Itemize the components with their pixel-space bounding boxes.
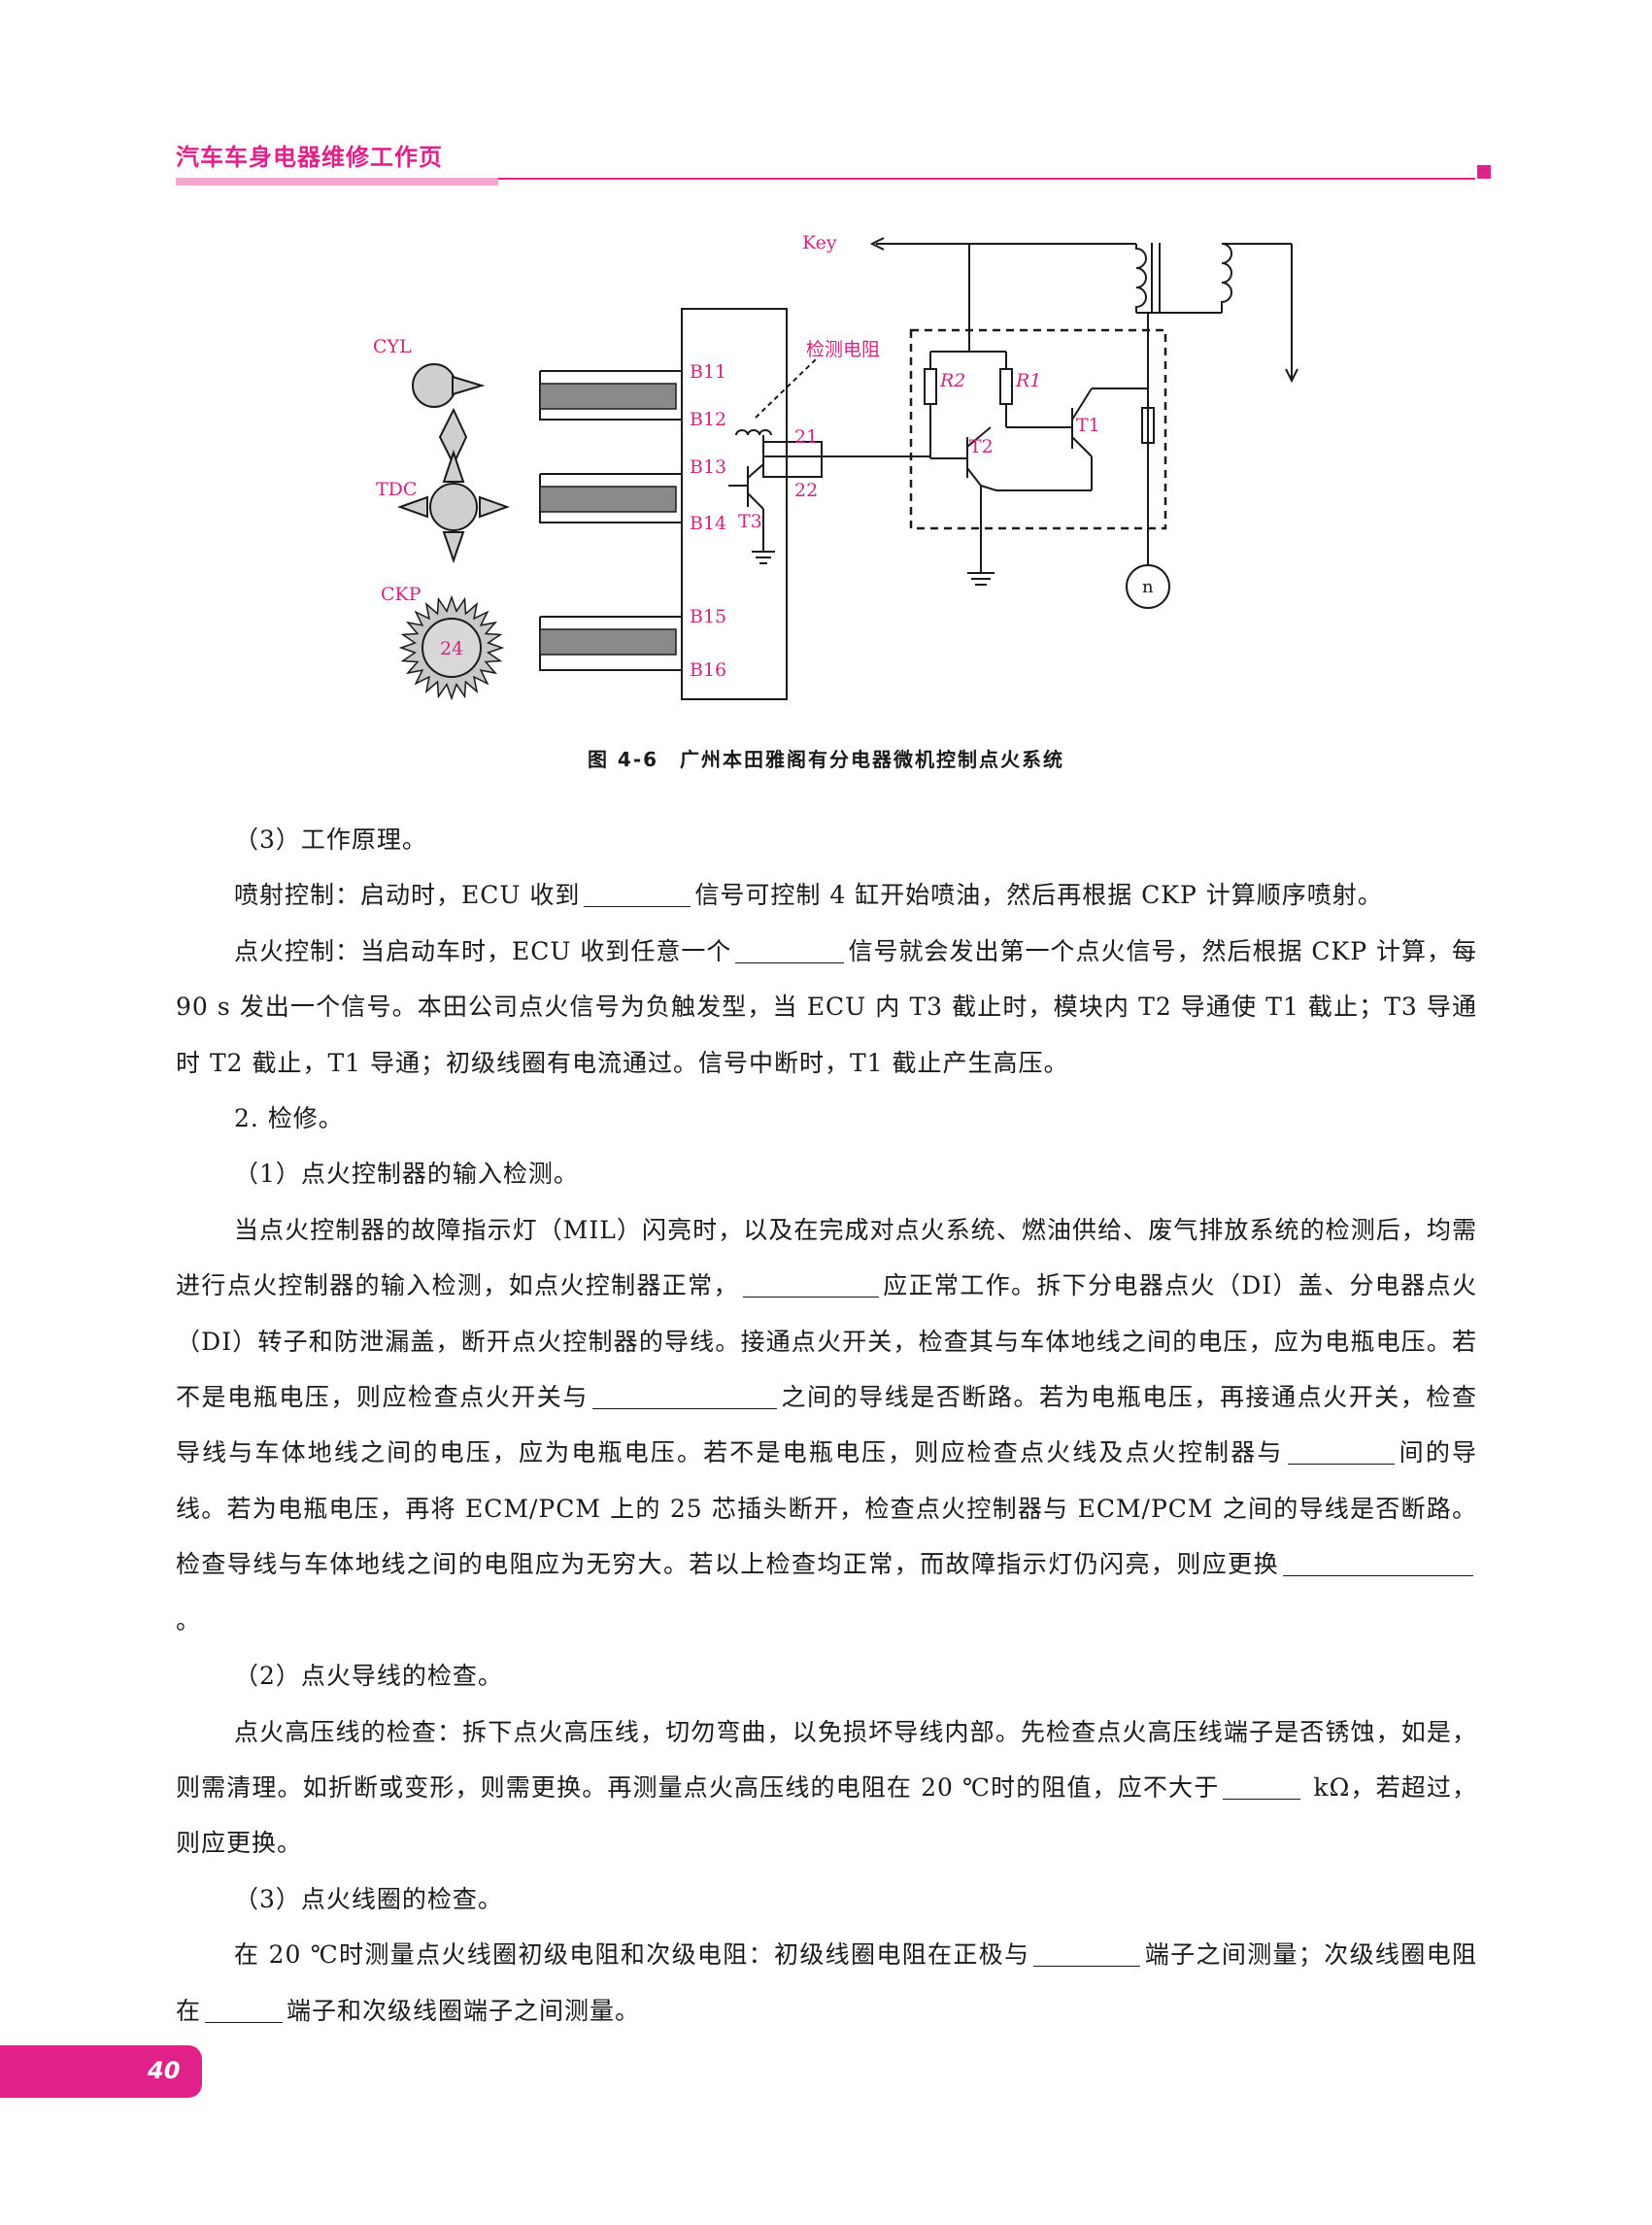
para-input-check-heading: （1）点火控制器的输入检测。 (234, 1160, 579, 1189)
para-section-2: 2. 检修。 (234, 1104, 344, 1133)
header-accent-bar (176, 178, 498, 185)
label-ckp: CKP (381, 584, 421, 605)
tdc-sensor-rotor (429, 483, 478, 531)
label-r2: R2 (939, 370, 965, 391)
label-pin-22: 22 (794, 480, 818, 501)
fill-blank[interactable] (584, 882, 691, 908)
label-ckp-teeth: 24 (440, 638, 463, 659)
key-arrow (869, 237, 885, 251)
label-r1: R1 (1015, 370, 1041, 391)
figure-caption: 图 4-6 广州本田雅阁有分电器微机控制点火系统 (587, 748, 1065, 771)
cyl-sensor-tooth (452, 375, 486, 396)
label-cyl: CYL (373, 336, 412, 357)
label-b11: B11 (690, 361, 726, 383)
ckp-sensor-rotor (398, 594, 505, 701)
fill-blank[interactable] (205, 1998, 284, 2023)
para-input-check: 当点火控制器的故障指示灯（MIL）闪亮时，以及在完成对点火系统、燃油供给、废气排… (176, 1215, 1477, 1635)
body-text: （3）工作原理。 喷射控制：启动时，ECU 收到信号可控制 4 缸开始喷油，然后… (176, 812, 1477, 2039)
tachometer-circle (1126, 564, 1170, 609)
fill-blank[interactable] (742, 1272, 879, 1298)
para-wire-check: 点火高压线的检查：拆下点火高压线，切勿弯曲，以免损坏导线内部。先检查点火高压线端… (176, 1717, 1477, 1858)
fill-blank[interactable] (591, 1384, 777, 1410)
page-number-tab: 40 (0, 2045, 202, 2098)
secondary-coil (1221, 243, 1232, 313)
para-wire-check-heading: （2）点火导线的检查。 (234, 1662, 503, 1691)
ignition-circuit-diagram: Key CYL TDC CKP 24 B11 B12 B13 B14 B15 B… (373, 232, 1298, 701)
label-key: Key (802, 232, 837, 253)
ecu-box (681, 308, 788, 700)
label-sense-resistor: 检测电阻 (806, 339, 880, 360)
label-b15: B15 (690, 606, 726, 627)
fill-blank[interactable] (1283, 1551, 1473, 1577)
label-pin-21: 21 (794, 426, 818, 448)
fill-blank[interactable] (1223, 1774, 1301, 1800)
label-b13: B13 (690, 456, 726, 478)
fill-blank[interactable] (735, 938, 845, 963)
label-b12: B12 (690, 409, 726, 430)
para-coil-check: 在 20 ℃时测量点火线圈初级电阻和次级电阻：初级线圈电阻在正极与端子之间测量；… (176, 1940, 1477, 2025)
header-rule (176, 178, 1475, 180)
cyl-sensor-rotor (412, 363, 456, 408)
label-n: n (1142, 577, 1154, 597)
running-header-title: 汽车车身电器维修工作页 (176, 144, 443, 171)
label-t2: T2 (969, 436, 994, 457)
para-ignition-control: 点火控制：当启动车时，ECU 收到任意一个信号就会发出第一个点火信号，然后根据 … (176, 936, 1477, 1077)
para-injection-control: 喷射控制：启动时，ECU 收到信号可控制 4 缸开始喷油，然后再根据 CKP 计… (234, 881, 1383, 910)
label-b16: B16 (690, 659, 726, 681)
label-t1: T1 (1076, 415, 1100, 436)
page-number: 40 (148, 2057, 181, 2084)
para-working-principle: （3）工作原理。 (234, 826, 427, 854)
label-b14: B14 (690, 513, 726, 534)
label-tdc: TDC (376, 479, 417, 500)
fill-blank[interactable] (1287, 1439, 1395, 1466)
para-coil-check-heading: （3）点火线圈的检查。 (234, 1884, 503, 1913)
label-t3: T3 (738, 511, 762, 532)
primary-coil (1135, 244, 1147, 313)
fill-blank[interactable] (1033, 1941, 1141, 1968)
header-square-marker (1477, 165, 1491, 179)
igniter-module-box (909, 328, 1167, 530)
